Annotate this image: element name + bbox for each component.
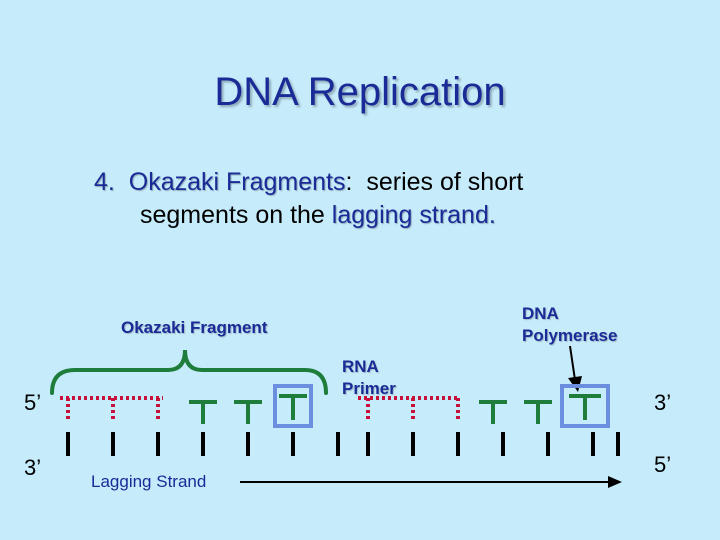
label-polymerase: Polymerase bbox=[522, 326, 618, 345]
bullet-text-2: segments on the bbox=[140, 201, 325, 229]
bullet-text-1: series of short bbox=[366, 168, 524, 196]
polymerase-box-2 bbox=[560, 384, 610, 428]
bullet-point: 4. Okazaki Fragments: series of short se… bbox=[94, 166, 654, 232]
slide-title: DNA Replication bbox=[214, 70, 506, 114]
okazaki-brace bbox=[50, 349, 328, 395]
end-3-prime-top-right: 3’ bbox=[654, 390, 672, 415]
term-colon: : bbox=[345, 168, 353, 196]
label-lagging-strand: Lagging Strand bbox=[91, 472, 207, 491]
bullet-number: 4. bbox=[94, 168, 115, 196]
term-okazaki: Okazaki Fragments bbox=[128, 168, 346, 196]
label-dna: DNA bbox=[522, 304, 559, 323]
end-5-prime-bottom-right: 5’ bbox=[654, 452, 672, 477]
term-lagging-strand: lagging strand. bbox=[331, 201, 496, 229]
end-5-prime-top-left: 5’ bbox=[24, 390, 42, 415]
polymerase-box-1 bbox=[273, 384, 313, 428]
label-rna: RNA bbox=[342, 357, 379, 376]
label-okazaki-fragment: Okazaki Fragment bbox=[121, 318, 268, 337]
end-3-prime-bottom-left: 3’ bbox=[24, 455, 42, 480]
lagging-strand-arrow bbox=[240, 476, 622, 488]
label-primer: Primer bbox=[342, 379, 396, 398]
bullet-line-2: segments on the lagging strand. bbox=[94, 199, 654, 232]
